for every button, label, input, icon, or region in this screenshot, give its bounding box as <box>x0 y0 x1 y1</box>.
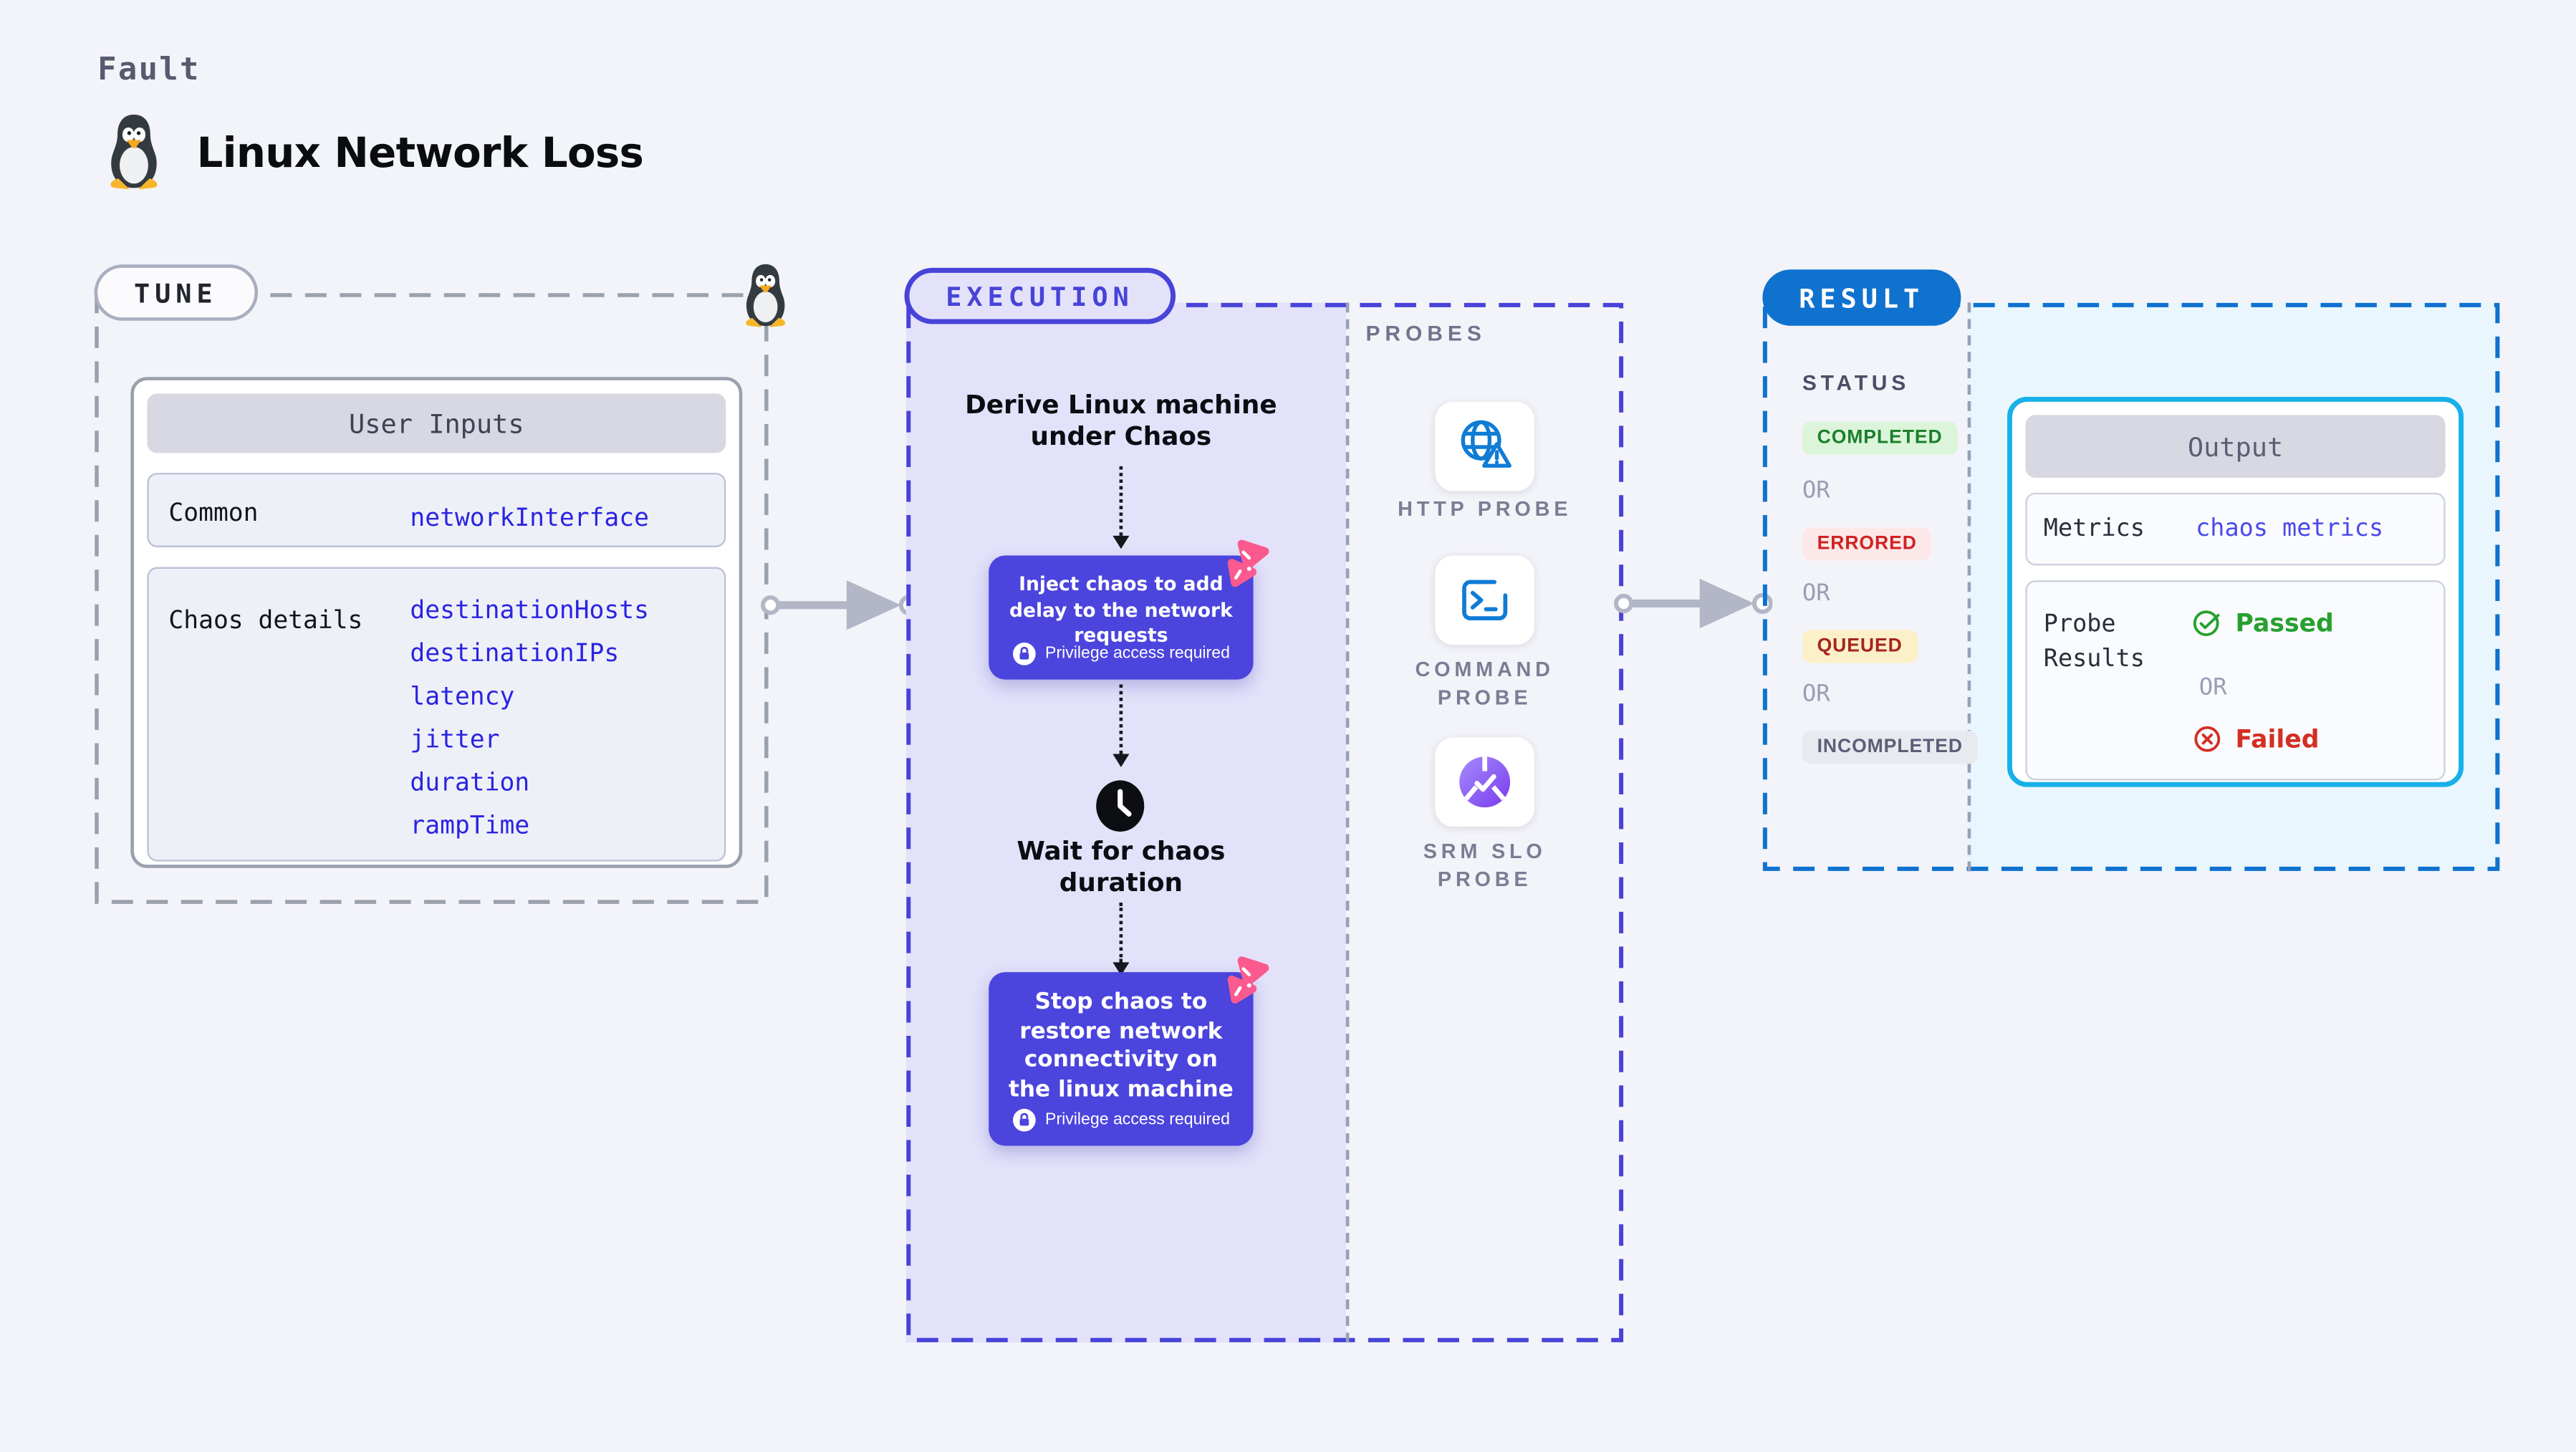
status-or-separator: OR <box>1802 580 1830 607</box>
input-value: jitter <box>410 723 500 754</box>
privilege-note: Privilege access required <box>989 642 1253 667</box>
tune-badge-label: TUNE <box>133 277 218 309</box>
status-badge-completed: COMPLETED <box>1802 421 1958 455</box>
table-row-common: Common networkInterface <box>147 473 726 547</box>
input-value: latency <box>410 681 515 711</box>
probe-result-failed: Failed <box>2193 724 2320 754</box>
user-inputs-header: User Inputs <box>147 393 726 453</box>
step-wait-text: Wait for chaos duration <box>1017 836 1226 898</box>
page-title: Linux Network Loss <box>196 129 644 177</box>
fault-category-label: Fault <box>97 51 201 88</box>
probe-result-or-separator: OR <box>2198 674 2227 701</box>
output-row-probe-results: Probe Results Passed OR Failed <box>2025 580 2446 781</box>
lock-icon <box>1013 1108 1037 1132</box>
flow-arrow-execution-to-result <box>1613 578 1773 629</box>
probes-label: PROBES <box>1365 320 1486 346</box>
status-badge-incompleted: INCOMPLETED <box>1802 731 1978 764</box>
input-value: destinationIPs <box>410 638 620 668</box>
input-value: networkInterface <box>410 502 649 533</box>
row-label: Common <box>168 497 259 528</box>
srm-slo-probe-card <box>1435 737 1534 827</box>
row-values: destinationHosts destinationIPs latency … <box>410 589 649 847</box>
step-stop-card: Stop chaos to restore network connectivi… <box>989 972 1254 1146</box>
tux-penguin-icon <box>746 264 786 327</box>
metrics-value: chaos metrics <box>2196 516 2384 543</box>
step-derive-text: Derive Linux machine under Chaos <box>965 390 1277 452</box>
execution-badge: EXECUTION <box>904 267 1176 324</box>
failed-label: Failed <box>2235 723 2320 754</box>
table-row-chaos-details: Chaos details destinationHosts destinati… <box>147 567 726 862</box>
tux-penguin-icon <box>110 115 158 190</box>
terminal-icon <box>1462 580 1508 621</box>
flow-connector-down <box>1112 903 1129 976</box>
command-probe-label: COMMAND PROBE <box>1415 658 1554 710</box>
input-value: duration <box>410 766 530 797</box>
output-table: Output Metrics chaos metrics Probe Resul… <box>2007 396 2464 787</box>
step-inject-card: Inject chaos to add delay to the network… <box>989 555 1254 680</box>
flow-connector-down <box>1112 466 1129 549</box>
chaos-pin-icon <box>1227 539 1269 587</box>
privilege-note-text: Privilege access required <box>1045 1111 1230 1130</box>
chaos-pin-icon <box>1227 956 1269 1004</box>
passed-label: Passed <box>2235 608 2334 638</box>
status-badge-errored: ERRORED <box>1802 527 1932 561</box>
row-values: networkInterface <box>410 496 649 539</box>
clock-icon <box>1096 780 1145 832</box>
output-header: Output <box>2025 415 2446 479</box>
input-value: rampTime <box>410 809 530 840</box>
globe-alert-icon <box>1461 420 1512 468</box>
lock-icon <box>1013 642 1037 665</box>
flow-connector-down <box>1112 684 1129 767</box>
step-inject-text: Inject chaos to add delay to the network… <box>1009 572 1233 647</box>
probe-results-label: Probe Results <box>2043 611 2145 673</box>
probe-result-passed: Passed <box>2193 608 2334 638</box>
result-badge: RESULT <box>1762 269 1961 326</box>
status-or-separator: OR <box>1802 681 1830 708</box>
srm-slo-probe-label: SRM SLO PROBE <box>1423 840 1547 892</box>
status-output-divider <box>1967 302 1971 872</box>
result-badge-label: RESULT <box>1799 282 1925 314</box>
x-circle-icon <box>2194 726 2221 752</box>
status-label: STATUS <box>1802 370 1911 395</box>
user-inputs-table: User Inputs Common networkInterface Chao… <box>130 377 743 868</box>
status-badge-queued: QUEUED <box>1802 630 1918 663</box>
row-label: Chaos details <box>168 605 363 635</box>
input-value: destinationHosts <box>410 595 649 625</box>
check-circle-icon <box>2193 610 2220 637</box>
execution-badge-label: EXECUTION <box>946 280 1134 312</box>
http-probe-label: HTTP PROBE <box>1398 497 1572 521</box>
command-probe-card <box>1435 555 1534 645</box>
flow-arrow-tune-to-execution <box>760 580 920 630</box>
privilege-note-text: Privilege access required <box>1045 645 1230 663</box>
donut-check-icon <box>1459 756 1511 808</box>
output-row-metrics: Metrics chaos metrics <box>2025 492 2446 566</box>
probes-divider <box>1345 302 1350 1343</box>
http-probe-card <box>1435 401 1534 491</box>
privilege-note: Privilege access required <box>989 1107 1253 1133</box>
metrics-label: Metrics <box>2043 516 2145 543</box>
tune-badge: TUNE <box>94 264 257 321</box>
status-or-separator: OR <box>1802 478 1830 504</box>
step-stop-text: Stop chaos to restore network connectivi… <box>1008 989 1234 1102</box>
